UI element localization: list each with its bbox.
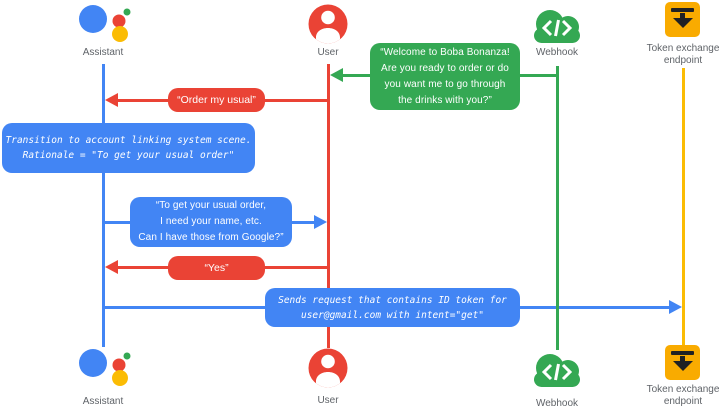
assistant-label-bottom: Assistant — [82, 396, 124, 407]
token-icon-arrow-tip — [672, 361, 693, 371]
yes-message-bubble: “Yes” — [168, 256, 265, 280]
yes-arrowhead-left — [105, 260, 118, 274]
token-endpoint-icon — [665, 345, 700, 380]
ask-info-arrowhead-right — [314, 215, 327, 229]
user-icon — [308, 348, 348, 388]
welcome-arrowhead-left — [330, 68, 343, 82]
webhook-label-top: Webhook — [535, 47, 579, 58]
welcome-message-bubble: “Welcome to Boba Bonanza! Are you ready … — [370, 43, 520, 110]
user-label-top: User — [317, 47, 339, 58]
assistant-lifeline — [102, 64, 105, 347]
user-lifeline — [327, 64, 330, 348]
token-endpoint-label-top: Token exchange endpoint — [646, 43, 720, 66]
cloud-code-icon — [534, 354, 580, 387]
user-label-bottom: User — [317, 395, 339, 406]
token-endpoint-lifeline — [682, 68, 685, 345]
webhook-label-bottom: Webhook — [535, 398, 579, 409]
order-usual-message-bubble: “Order my usual” — [168, 88, 265, 112]
user-icon — [308, 4, 348, 44]
google-assistant-icon — [79, 5, 131, 42]
token-endpoint-label-bottom: Token exchange endpoint — [646, 384, 720, 407]
assistant-label-top: Assistant — [82, 47, 124, 58]
token-icon-arrow-stem — [680, 356, 685, 363]
token-icon-arrow-tip — [672, 18, 693, 28]
ask-info-message-bubble: “To get your usual order, I need your na… — [130, 197, 292, 247]
order-usual-arrowhead-left — [105, 93, 118, 107]
webhook-lifeline — [556, 66, 559, 350]
google-assistant-icon — [79, 349, 131, 386]
transition-note-bubble: Transition to account linking system sce… — [2, 123, 255, 173]
token-icon-bar — [671, 351, 694, 355]
send-request-arrowhead-right — [669, 300, 682, 314]
token-icon-bar — [671, 8, 694, 12]
cloud-code-icon — [534, 10, 580, 43]
token-icon-arrow-stem — [680, 13, 685, 20]
token-endpoint-icon — [665, 2, 700, 37]
send-request-bubble: Sends request that contains ID token for… — [265, 288, 520, 327]
